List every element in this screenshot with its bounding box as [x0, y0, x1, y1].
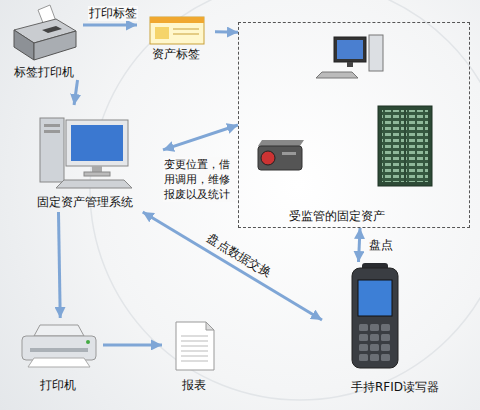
report-icon: [176, 322, 214, 370]
server-rack-icon: [378, 106, 432, 186]
asset-label-icon: [150, 17, 204, 44]
projector-icon: [258, 140, 304, 170]
device-node: 标签打印机: [5, 2, 83, 80]
label-printer-icon: [14, 5, 76, 60]
connector-arrow: [143, 212, 322, 320]
connector-arrow: [83, 24, 137, 27]
connector-arrow: [58, 212, 60, 318]
device-node: 固定资产管理系统: [7, 105, 163, 212]
node-caption: 固定资产管理系统: [7, 195, 163, 209]
node-caption: 资产标签: [137, 47, 215, 61]
connector-arrow: [359, 228, 361, 262]
device-node: 手持RFID读写器: [322, 262, 468, 400]
node-caption: 打印机: [12, 378, 103, 392]
edge-label: 变更位置，借用调用，维修报废以及统计: [163, 157, 237, 202]
connector-arrow: [74, 80, 77, 105]
connector-arrow: [103, 343, 162, 346]
device-node: 资产标签: [137, 10, 215, 62]
connector-arrow: [163, 125, 238, 150]
printer-icon: [22, 325, 96, 367]
node-caption: 标签打印机: [5, 65, 83, 79]
node-caption: 报表: [162, 378, 225, 392]
node-caption: 受监管的固定资产: [289, 209, 385, 223]
device-node: 报表: [162, 318, 225, 395]
device-node: 打印机: [12, 318, 103, 395]
node-caption: 手持RFID读写器: [322, 380, 468, 394]
background-ring: [90, 0, 480, 400]
connector-arrow: [215, 30, 238, 33]
asset-region: 受监管的固定资产: [238, 22, 470, 228]
edge-label: 打印标签: [88, 6, 138, 21]
management-computer-icon: [40, 118, 132, 188]
desktop-computer-icon: [316, 35, 383, 78]
edge-label: 盘点: [368, 238, 394, 253]
edge-label: 盘点数据交换: [203, 230, 274, 281]
rfid-reader-icon: [352, 263, 398, 368]
